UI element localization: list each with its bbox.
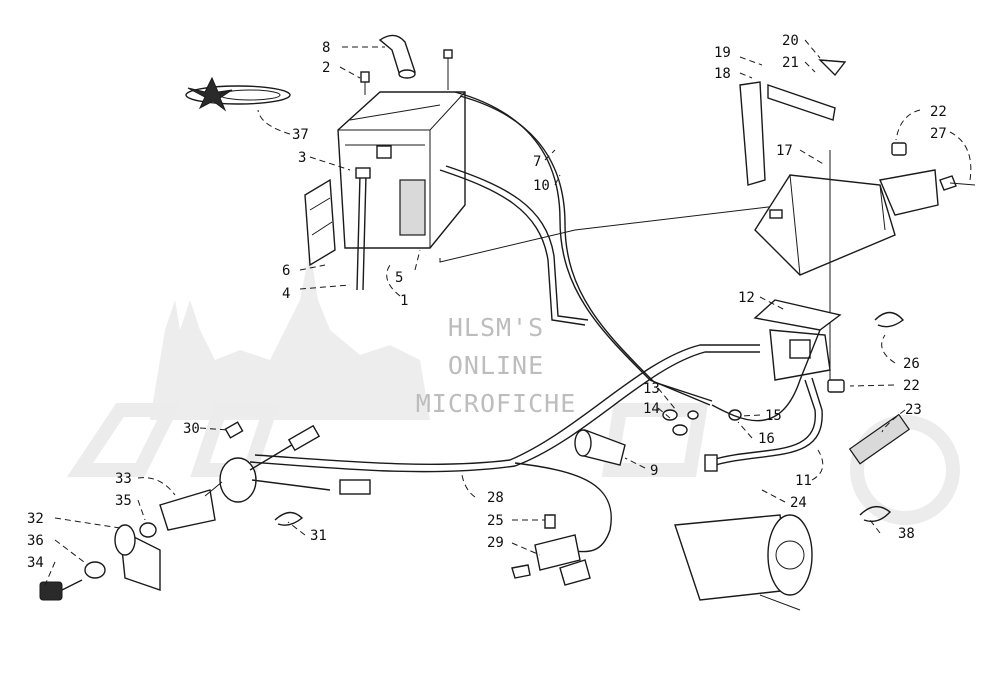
callout-37: 37: [292, 127, 309, 143]
callout-29: 29: [487, 535, 504, 551]
background-watermark-art: [66, 250, 960, 525]
callout-17: 17: [776, 143, 793, 159]
callout-27: 27: [930, 126, 947, 142]
callout-31: 31: [310, 528, 327, 544]
watermark-line-3: MICROFICHE: [416, 389, 577, 418]
logo-decal: [185, 76, 291, 112]
watermark-line-2: ONLINE: [448, 351, 544, 380]
callout-33: 33: [115, 471, 132, 487]
hardware-nuts: [818, 59, 976, 393]
callout-12: 12: [738, 290, 755, 306]
callout-7: 7: [533, 154, 541, 170]
ignition-switch: [159, 421, 371, 531]
callout-38: 38: [898, 526, 915, 542]
battery-cables: [439, 91, 713, 406]
callout-20: 20: [782, 33, 799, 49]
cable-boot: [574, 429, 626, 466]
callout-32: 32: [27, 511, 44, 527]
callout-21: 21: [782, 55, 799, 71]
battery-bracket: [304, 178, 336, 267]
callout-numbers: 1 2 3 4 5 6 7 8 9 10 11 12 13 14 15 16 1…: [27, 33, 947, 571]
callout-24: 24: [790, 495, 807, 511]
callout-36: 36: [27, 533, 44, 549]
starter-motor: [674, 514, 813, 611]
callout-34: 34: [27, 555, 44, 571]
callout-18: 18: [714, 66, 731, 82]
callout-19: 19: [714, 45, 731, 61]
callout-28: 28: [487, 490, 504, 506]
callout-11: 11: [795, 473, 812, 489]
callout-22-bottom: 22: [903, 378, 920, 394]
callout-5: 5: [395, 270, 403, 286]
callout-8: 8: [322, 40, 330, 56]
callout-2: 2: [322, 60, 330, 76]
callout-3: 3: [298, 150, 306, 166]
terminal-screw: [360, 49, 453, 95]
callout-15: 15: [765, 408, 782, 424]
callout-16: 16: [758, 431, 775, 447]
callout-1: 1: [400, 293, 408, 309]
callout-30: 30: [183, 421, 200, 437]
callout-26: 26: [903, 356, 920, 372]
callout-25: 25: [487, 513, 504, 529]
callout-13: 13: [643, 381, 660, 397]
harness-connector: [511, 514, 591, 586]
tray-strap: [739, 81, 836, 186]
callout-9: 9: [650, 463, 658, 479]
watermark-line-1: HLSM'S: [448, 313, 544, 342]
watermark: HLSM'S ONLINE MICROFICHE: [416, 313, 577, 418]
callout-22-top: 22: [930, 104, 947, 120]
clamp-clips: [274, 311, 905, 526]
starter-cable: [704, 377, 823, 472]
battery: [337, 91, 466, 249]
callout-6: 6: [282, 263, 290, 279]
leader-lines: [44, 39, 972, 586]
vent-tube: [355, 167, 371, 291]
callout-35: 35: [115, 493, 132, 509]
callout-23: 23: [905, 402, 922, 418]
battery-tray: [754, 150, 939, 276]
terminal-boot: [378, 34, 416, 79]
cable-sleeve: [848, 413, 910, 465]
callout-10: 10: [533, 178, 550, 194]
solenoid: [753, 299, 842, 381]
callout-14: 14: [643, 401, 660, 417]
key-and-trim: [39, 522, 161, 601]
washers: [662, 409, 742, 436]
wiring-harness: [249, 329, 821, 553]
callout-4: 4: [282, 286, 290, 302]
